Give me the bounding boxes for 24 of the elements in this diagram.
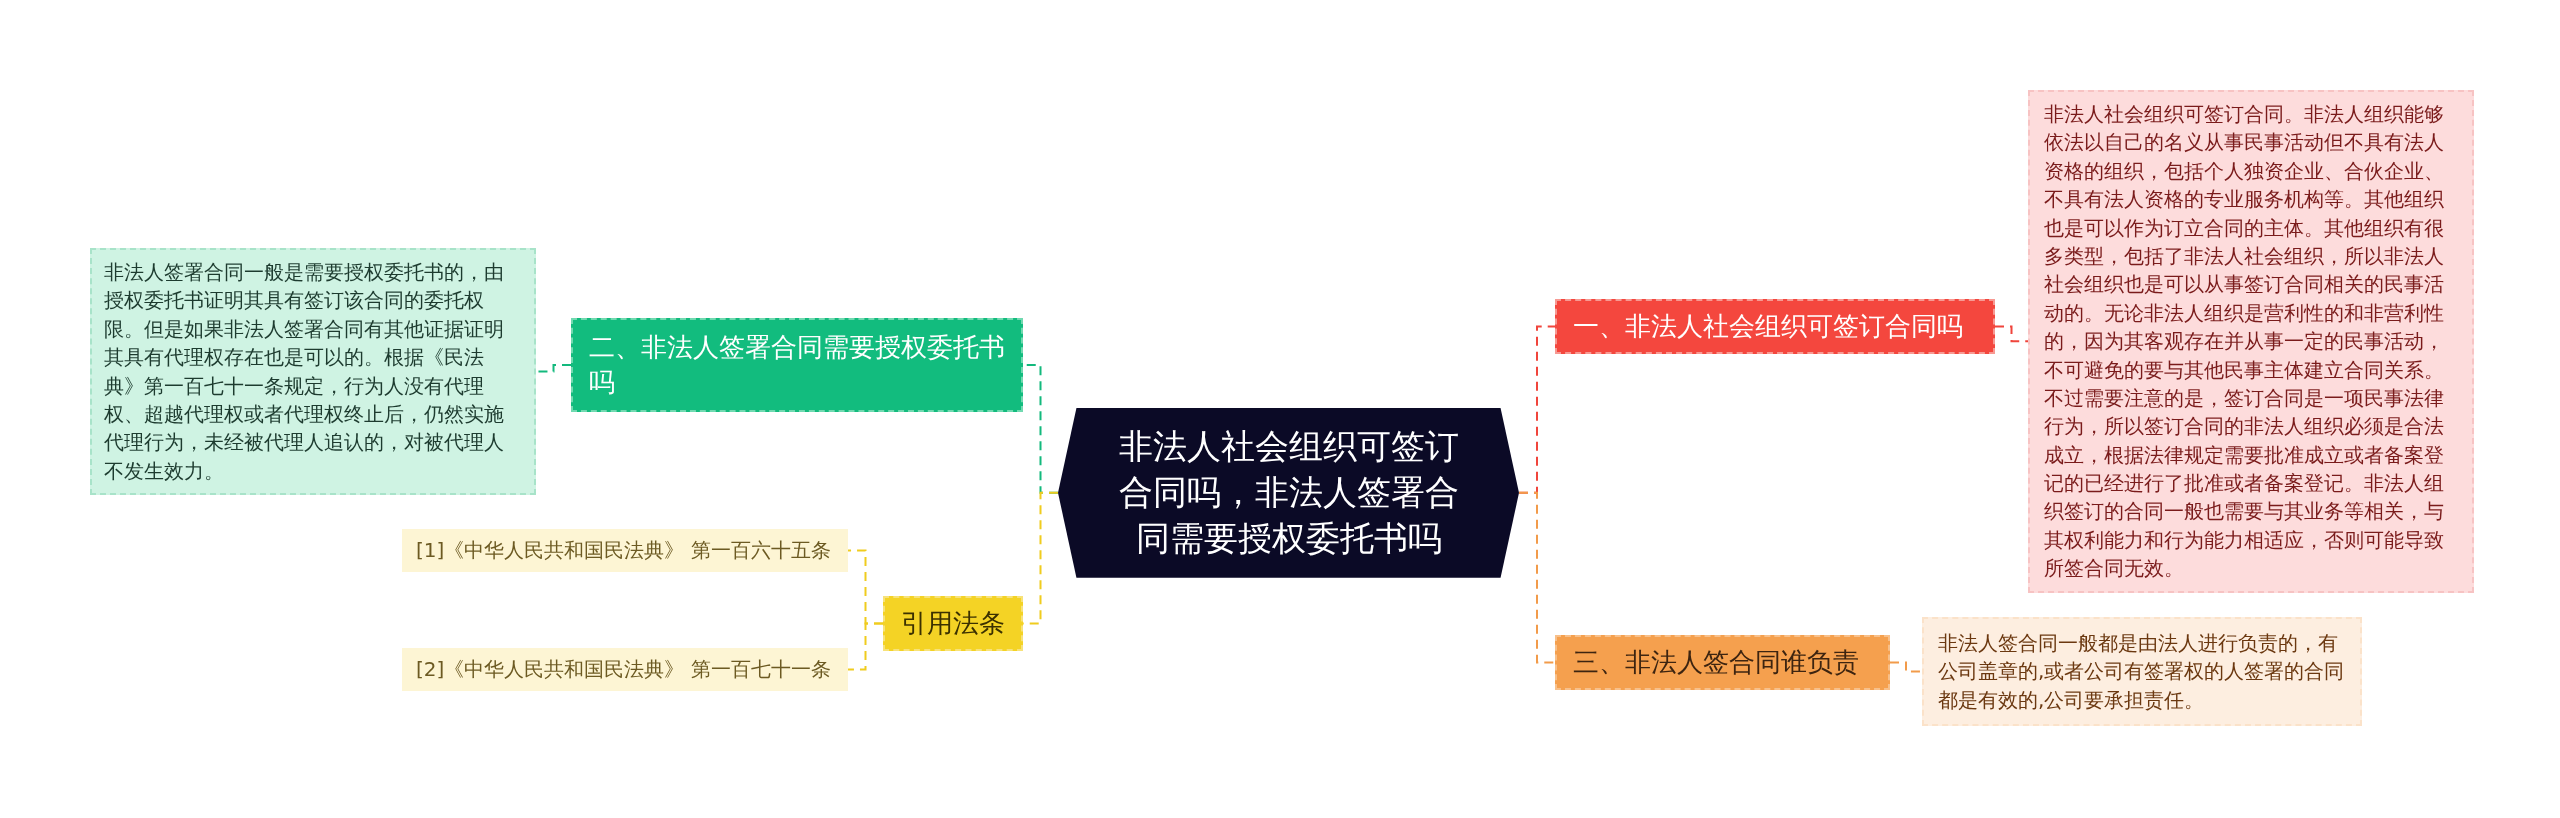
node-text: [2]《中华人民共和国民法典》 第一百七十一条 [416,656,832,683]
note-box [1922,617,2362,727]
connector-line [847,622,884,671]
node-text: 非法人签署合同一般是需要授权委托书的，由授权委托书证明其具有签订该合同的委托权限。但是如果非法人签署合同有其他证据证明其具有代理权存在也是可以的。根据《民法典》第一百七十一条规定，行为人没有代理权、超越代理权或者代理权终止后，仍然实施代理行为，未经被代理人追认的，对被代理人不发生效力。 [104,259,505,485]
node-text: 引用法条 [900,607,1006,640]
node-text: [1]《中华人民共和国民法典》 第一百六十五条 [416,537,832,564]
citation-box [402,648,848,691]
connector-line [1518,491,1556,664]
note-box [90,248,536,496]
connector-line [1889,661,1923,673]
node-text: 二、非法人签署合同需要授权委托书吗 [589,331,1005,400]
branch-box [571,318,1023,413]
node-text: 非法人社会组织可签订合同吗，非法人签署合同需要授权委托书吗 [1117,425,1460,560]
node-text: 三、非法人签合同谁负责 [1573,646,1860,679]
connector-line [1994,325,2029,343]
node-text: 非法人签合同一般都是由法人进行负责的，有公司盖章的,或者公司有签署权的人签署的合同都是有效的,公司要承担责任。 [1938,630,2346,714]
branch-box [1555,299,1995,355]
connector-line [535,364,572,373]
branch-box [1555,635,1890,691]
topic-hexagon [1058,408,1519,578]
node-text: 一、非法人社会组织可签订合同吗 [1573,310,1964,343]
citation-box [402,529,848,572]
node-text: 非法人社会组织可签订合同。非法人组织能够依法以自己的名义从事民事活动但不具有法人资格的组织，包括个人独资企业、合伙企业、不具有法人资格的专业服务机构等。其他组织也是可以作为订立合同的主体。其他组织有很多类型，包括了非法人社会组织，所以非法人社会组织也是可以从事签订合同相关的民事活动的。无论非法人组织是营利性的和非营利性的，因为其客观存在并从事一定的民事活动，不可避免的要与其他民事主体建立合同关系。不过需要注意的是，签订合同是一项民事法律行为，所以签订合同的非法人组织必须是合法成立，根据法律规定需要批准成立或者备案登记的已经进行了批准或者备案登记。非法人组织签订的合同一般也需要与其业务等相关，与其权利能力和行为能力相适应，否则可能导致所签合同无效。 [2044,101,2445,583]
branch-box [883,596,1023,652]
